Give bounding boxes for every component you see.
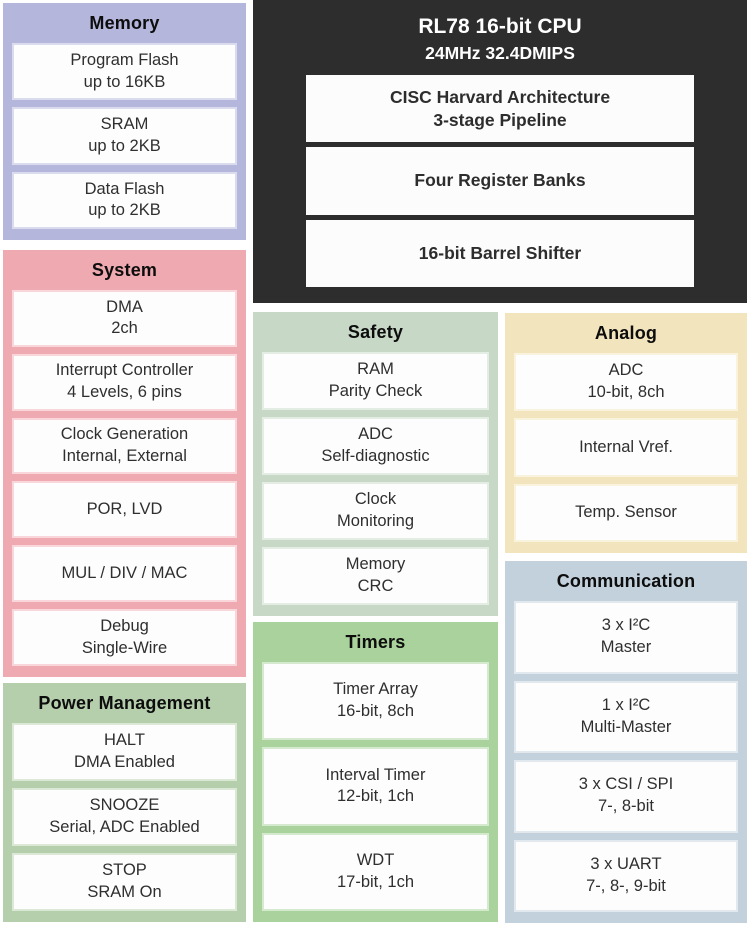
system-block: System DMA 2ch Interrupt Controller 4 Le… bbox=[3, 250, 246, 677]
communication-items: 3 x I²C Master 1 x I²C Multi-Master 3 x … bbox=[505, 601, 747, 923]
system-items: DMA 2ch Interrupt Controller 4 Levels, 6… bbox=[3, 290, 246, 677]
analog-block: Analog ADC 10-bit, 8ch Internal Vref. Te… bbox=[505, 313, 747, 553]
timers-item-timer-array: Timer Array 16-bit, 8ch bbox=[262, 662, 489, 741]
analog-items: ADC 10-bit, 8ch Internal Vref. Temp. Sen… bbox=[505, 353, 747, 553]
cpu-item-barrel-shifter: 16-bit Barrel Shifter bbox=[306, 219, 694, 287]
power-management-title: Power Management bbox=[38, 692, 211, 713]
system-item-debug: Debug Single-Wire bbox=[12, 609, 237, 666]
cpu-title: RL78 16-bit CPU bbox=[418, 15, 582, 38]
power-item-snooze: SNOOZE Serial, ADC Enabled bbox=[12, 788, 237, 846]
memory-title: Memory bbox=[89, 12, 160, 33]
system-item-clock-generation: Clock Generation Internal, External bbox=[12, 417, 237, 475]
safety-items: RAM Parity Check ADC Self-diagnostic Clo… bbox=[253, 352, 498, 616]
cpu-block: RL78 16-bit CPU 24MHz 32.4DMIPS CISC Har… bbox=[253, 0, 747, 303]
safety-item-ram-parity: RAM Parity Check bbox=[262, 352, 489, 410]
comm-item-i2c-master: 3 x I²C Master bbox=[514, 601, 738, 674]
system-item-mul-div-mac: MUL / DIV / MAC bbox=[12, 545, 237, 603]
memory-item-program-flash: Program Flash up to 16KB bbox=[12, 43, 237, 101]
memory-item-data-flash: Data Flash up to 2KB bbox=[12, 171, 237, 229]
safety-title: Safety bbox=[347, 321, 404, 342]
safety-item-clock-monitoring: Clock Monitoring bbox=[262, 482, 489, 540]
memory-item-sram: SRAM up to 2KB bbox=[12, 107, 237, 165]
safety-item-memory-crc: Memory CRC bbox=[262, 547, 489, 605]
cpu-subtitle: 24MHz 32.4DMIPS bbox=[425, 43, 575, 63]
analog-item-internal-vref: Internal Vref. bbox=[514, 418, 738, 477]
memory-items: Program Flash up to 16KB SRAM up to 2KB … bbox=[3, 43, 246, 240]
timers-item-wdt: WDT 17-bit, 1ch bbox=[262, 832, 489, 911]
timers-item-interval-timer: Interval Timer 12-bit, 1ch bbox=[262, 747, 489, 826]
system-item-dma: DMA 2ch bbox=[12, 290, 237, 347]
timers-block: Timers Timer Array 16-bit, 8ch Interval … bbox=[253, 622, 498, 922]
analog-item-adc: ADC 10-bit, 8ch bbox=[514, 353, 738, 412]
safety-item-adc-self-diagnostic: ADC Self-diagnostic bbox=[262, 417, 489, 475]
communication-title: Communication bbox=[556, 570, 696, 591]
system-item-interrupt-controller: Interrupt Controller 4 Levels, 6 pins bbox=[12, 353, 237, 411]
analog-title: Analog bbox=[594, 322, 658, 343]
system-title: System bbox=[91, 259, 158, 280]
timers-items: Timer Array 16-bit, 8ch Interval Timer 1… bbox=[253, 662, 498, 922]
power-management-block: Power Management HALT DMA Enabled SNOOZE… bbox=[3, 683, 246, 922]
analog-item-temp-sensor: Temp. Sensor bbox=[514, 483, 738, 542]
cpu-item-register-banks: Four Register Banks bbox=[306, 147, 694, 215]
power-item-halt: HALT DMA Enabled bbox=[12, 723, 237, 781]
comm-item-csi-spi: 3 x CSI / SPI 7-, 8-bit bbox=[514, 760, 738, 833]
safety-block: Safety RAM Parity Check ADC Self-diagnos… bbox=[253, 312, 498, 616]
comm-item-i2c-multi-master: 1 x I²C Multi-Master bbox=[514, 680, 738, 753]
power-item-stop: STOP SRAM On bbox=[12, 853, 237, 911]
power-management-items: HALT DMA Enabled SNOOZE Serial, ADC Enab… bbox=[3, 723, 246, 922]
system-item-por-lvd: POR, LVD bbox=[12, 481, 237, 539]
cpu-items: CISC Harvard Architecture 3-stage Pipeli… bbox=[253, 64, 747, 303]
communication-block: Communication 3 x I²C Master 1 x I²C Mul… bbox=[505, 561, 747, 923]
cpu-item-architecture: CISC Harvard Architecture 3-stage Pipeli… bbox=[306, 75, 694, 143]
memory-block: Memory Program Flash up to 16KB SRAM up … bbox=[3, 3, 246, 240]
comm-item-uart: 3 x UART 7-, 8-, 9-bit bbox=[514, 839, 738, 912]
timers-title: Timers bbox=[345, 631, 406, 652]
